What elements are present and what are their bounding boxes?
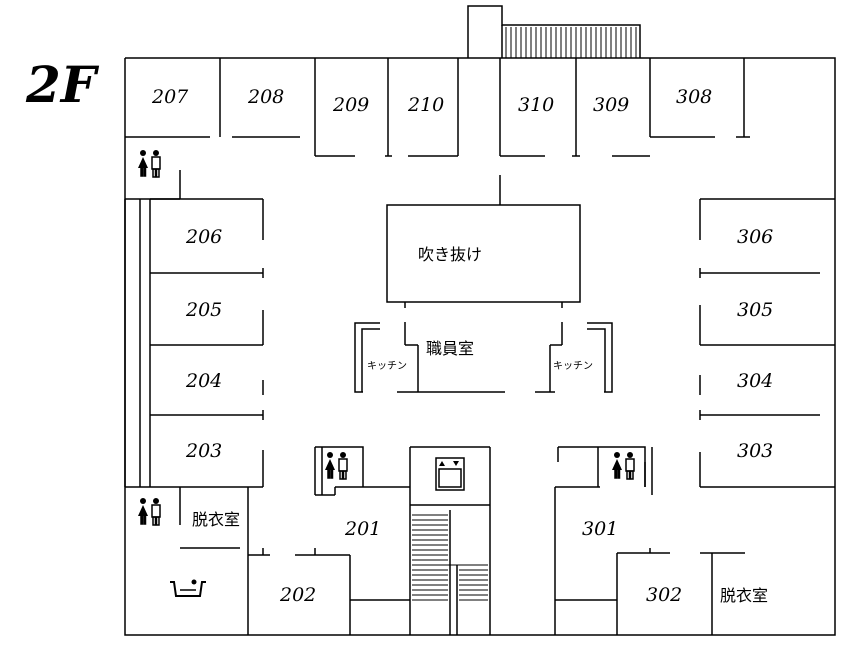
room-202-label: 202 — [279, 584, 316, 606]
restroom-icon — [612, 452, 635, 480]
bathtub-icon — [170, 579, 206, 597]
room-209-label: 209 — [332, 94, 369, 116]
room-306-label: 306 — [737, 226, 773, 248]
elevator-icon — [435, 457, 465, 491]
room-305-label: 305 — [737, 299, 773, 321]
area-labels: 吹き抜け 職員室 キッチン キッチン 脱衣室 脱衣室 — [192, 245, 768, 605]
room-303-label: 303 — [737, 440, 773, 462]
room-206-label: 206 — [185, 226, 222, 248]
staff-room-label: 職員室 — [426, 339, 474, 358]
room-207-label: 207 — [151, 86, 189, 108]
atrium-box — [386, 204, 581, 303]
room-205-label: 205 — [185, 299, 222, 321]
room-301-label: 301 — [582, 518, 618, 540]
outer-walls — [124, 5, 836, 636]
kitchen-left-label: キッチン — [367, 360, 407, 372]
central-stairs — [412, 510, 488, 635]
restroom-icon — [325, 452, 348, 480]
kitchen-walls — [354, 322, 613, 393]
room-309-label: 309 — [593, 94, 629, 116]
left-room-walls — [124, 198, 270, 635]
room-304-label: 304 — [737, 370, 773, 392]
top-room-walls — [125, 58, 750, 205]
top-stairs — [505, 27, 637, 58]
room-210-label: 210 — [407, 94, 444, 116]
room-labels: 207 208 209 210 310 309 308 206 205 204 … — [151, 86, 773, 606]
floor-label: 2F — [25, 55, 100, 114]
room-308-label: 308 — [676, 86, 712, 108]
room-208-label: 208 — [247, 86, 284, 108]
room-302-label: 302 — [646, 584, 682, 606]
changing-room-left-label: 脱衣室 — [192, 510, 240, 529]
room-310-label: 310 — [518, 94, 554, 116]
right-room-walls — [699, 198, 835, 635]
room-204-label: 204 — [185, 370, 222, 392]
restroom-icon — [138, 150, 161, 178]
central-lower-walls — [295, 446, 670, 635]
room-203-label: 203 — [185, 440, 222, 462]
restroom-icon — [138, 498, 161, 526]
changing-room-right-label: 脱衣室 — [720, 586, 768, 605]
room-201-label: 201 — [344, 518, 381, 540]
kitchen-right-label: キッチン — [553, 360, 593, 372]
atrium-label: 吹き抜け — [418, 245, 482, 264]
